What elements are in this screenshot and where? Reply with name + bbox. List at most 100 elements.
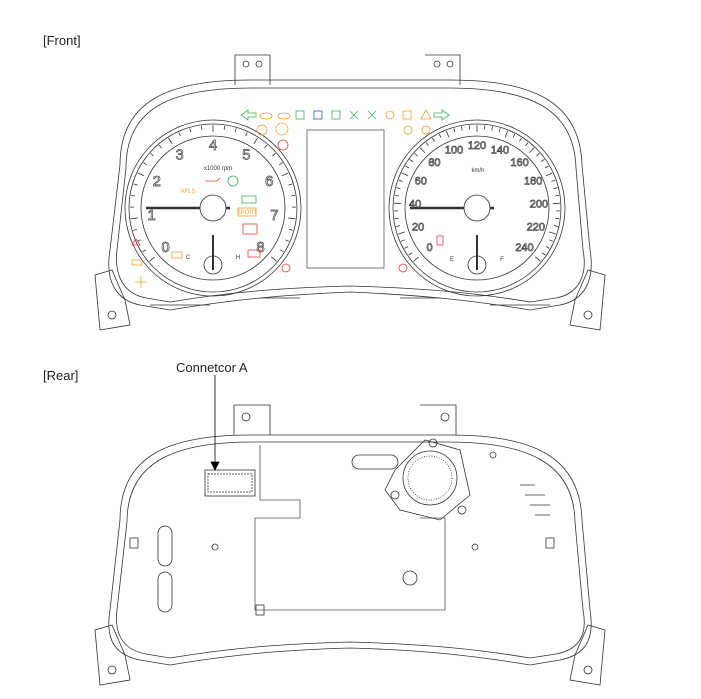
fuel-empty: E [450, 257, 454, 263]
speed-tick [549, 231, 556, 235]
speed-tick [553, 225, 558, 227]
tach-tick [142, 249, 147, 253]
tach-tick [158, 144, 162, 149]
speed-label: 60 [415, 176, 427, 188]
tach-label: 8 [256, 239, 264, 256]
speed-label: 40 [409, 198, 421, 210]
speed-tick [555, 194, 560, 197]
front-cluster-housing [94, 54, 606, 331]
speed-tick [401, 172, 409, 177]
speed-tick [498, 128, 501, 133]
tach-tick [200, 125, 203, 130]
speed-label: 140 [491, 144, 509, 156]
speed-tick [405, 165, 410, 169]
rear-cluster-housing [94, 375, 606, 686]
speed-label: 120 [468, 140, 486, 152]
tach-label: 2 [153, 173, 161, 190]
speed-label: 80 [428, 157, 440, 169]
tach-tick [189, 128, 192, 133]
speed-tick [545, 246, 550, 249]
fuel-full: F [500, 257, 504, 263]
tach-label: 0 [161, 239, 169, 256]
speed-label: 20 [412, 221, 424, 233]
speed-tick [504, 130, 509, 138]
tach-label: 5 [242, 147, 250, 164]
speed-tick [394, 194, 399, 197]
tach-tick [253, 137, 258, 145]
speed-tick [491, 126, 493, 131]
speed-tick [536, 152, 540, 157]
tach-label: 7 [270, 207, 278, 224]
speed-label: 240 [515, 242, 533, 254]
tach-tick [133, 183, 138, 186]
warning-lamps-row [131, 109, 450, 288]
tach-tick [281, 172, 289, 177]
tach-tick [223, 125, 226, 130]
tach-unit: x1000 rpm [204, 166, 232, 172]
speed-tick [453, 128, 456, 133]
speed-tick [425, 142, 429, 146]
tach-tick [130, 194, 135, 197]
rear-view-label: [Rear] [43, 368, 79, 383]
turn-right-icon [433, 109, 450, 121]
speed-label: 200 [530, 198, 548, 210]
speed-tick [555, 217, 560, 220]
speed-tick [528, 147, 535, 153]
speed-tick [432, 137, 435, 142]
tach-tick [278, 162, 283, 166]
speed-label: 0 [426, 242, 432, 254]
speed-tick [400, 239, 405, 242]
speed-label: 160 [510, 157, 528, 169]
speed-tick [404, 246, 409, 249]
auto-hold-icon [227, 175, 239, 187]
tach-label: 4 [209, 137, 217, 154]
speed-tick [549, 239, 554, 242]
speed-tick [519, 137, 522, 142]
tach-tick [245, 132, 248, 137]
speed-tick [544, 165, 549, 169]
connector-a[interactable] [204, 469, 256, 497]
fuel-icon [436, 235, 444, 246]
speed-tick [525, 142, 529, 146]
temp-hot: H [236, 255, 240, 261]
tach-label: 1 [147, 207, 155, 224]
battery-icon [247, 249, 261, 258]
sport-indicator: SPORT [237, 210, 258, 216]
speed-tick [512, 133, 516, 138]
speed-tick [553, 187, 558, 190]
tach-tick [132, 228, 138, 231]
tach-tick [150, 152, 154, 157]
tach-tick [143, 162, 148, 166]
tach-tick [137, 172, 145, 177]
turn-left-icon [240, 109, 257, 121]
speed-label: 220 [527, 221, 545, 233]
speed-tick [408, 252, 413, 256]
tach-tick [288, 228, 294, 231]
front-view-label: [Front] [43, 33, 81, 48]
speed-tick [396, 225, 401, 227]
speed-tick [540, 159, 545, 163]
tach-tick [288, 183, 293, 186]
tach-tick [130, 217, 138, 220]
speed-tick [409, 159, 414, 163]
speed-tick [534, 256, 541, 262]
tach-tick [279, 249, 284, 253]
cruise-icon [241, 195, 257, 204]
connector-a-label: Connetcor A [176, 360, 248, 375]
engine-check-icon [171, 251, 183, 259]
tach-tick [270, 256, 277, 262]
tach-label: 3 [176, 147, 184, 164]
speed-tick [398, 179, 403, 182]
speed-label: 100 [445, 144, 463, 156]
afls-indicator: AFLS [180, 189, 195, 195]
speed-tick [445, 130, 450, 138]
speed-tick [419, 147, 426, 153]
tach-tick [264, 144, 268, 149]
tach-tick [234, 128, 237, 133]
speed-tick [396, 187, 401, 190]
speed-tick [551, 179, 556, 182]
